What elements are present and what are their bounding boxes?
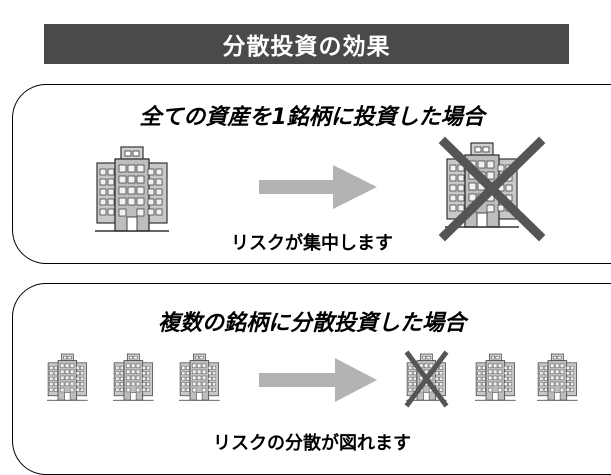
- case-diversified-illustration: [46, 350, 579, 408]
- page-title: 分散投資の効果: [44, 24, 569, 64]
- building-icon: [474, 353, 517, 401]
- case-diversified-panel: 複数の銘柄に分散投資した場合 リスクの分散が図れます: [12, 283, 611, 475]
- building-icon: [46, 353, 89, 401]
- case-diversified-heading: 複数の銘柄に分散投資した場合: [157, 311, 466, 336]
- building-icon: [536, 353, 579, 401]
- building-icon: [178, 353, 221, 401]
- cross-icon: [438, 136, 546, 242]
- building-icon: [112, 353, 155, 401]
- case-single-heading: 全ての資産を1銘柄に投資した場合: [139, 105, 485, 130]
- case-single-panel: 全ての資産を1銘柄に投資した場合 リスクが集中します: [12, 84, 611, 264]
- arrow-right-icon: [259, 165, 377, 209]
- case-single-illustration: [94, 136, 546, 242]
- arrow-right-icon: [259, 358, 377, 402]
- building-icon: [94, 146, 170, 232]
- cross-icon: [404, 350, 449, 408]
- case-diversified-caption: リスクの分散が図れます: [213, 433, 411, 454]
- case-single-caption: リスクが集中します: [231, 233, 393, 254]
